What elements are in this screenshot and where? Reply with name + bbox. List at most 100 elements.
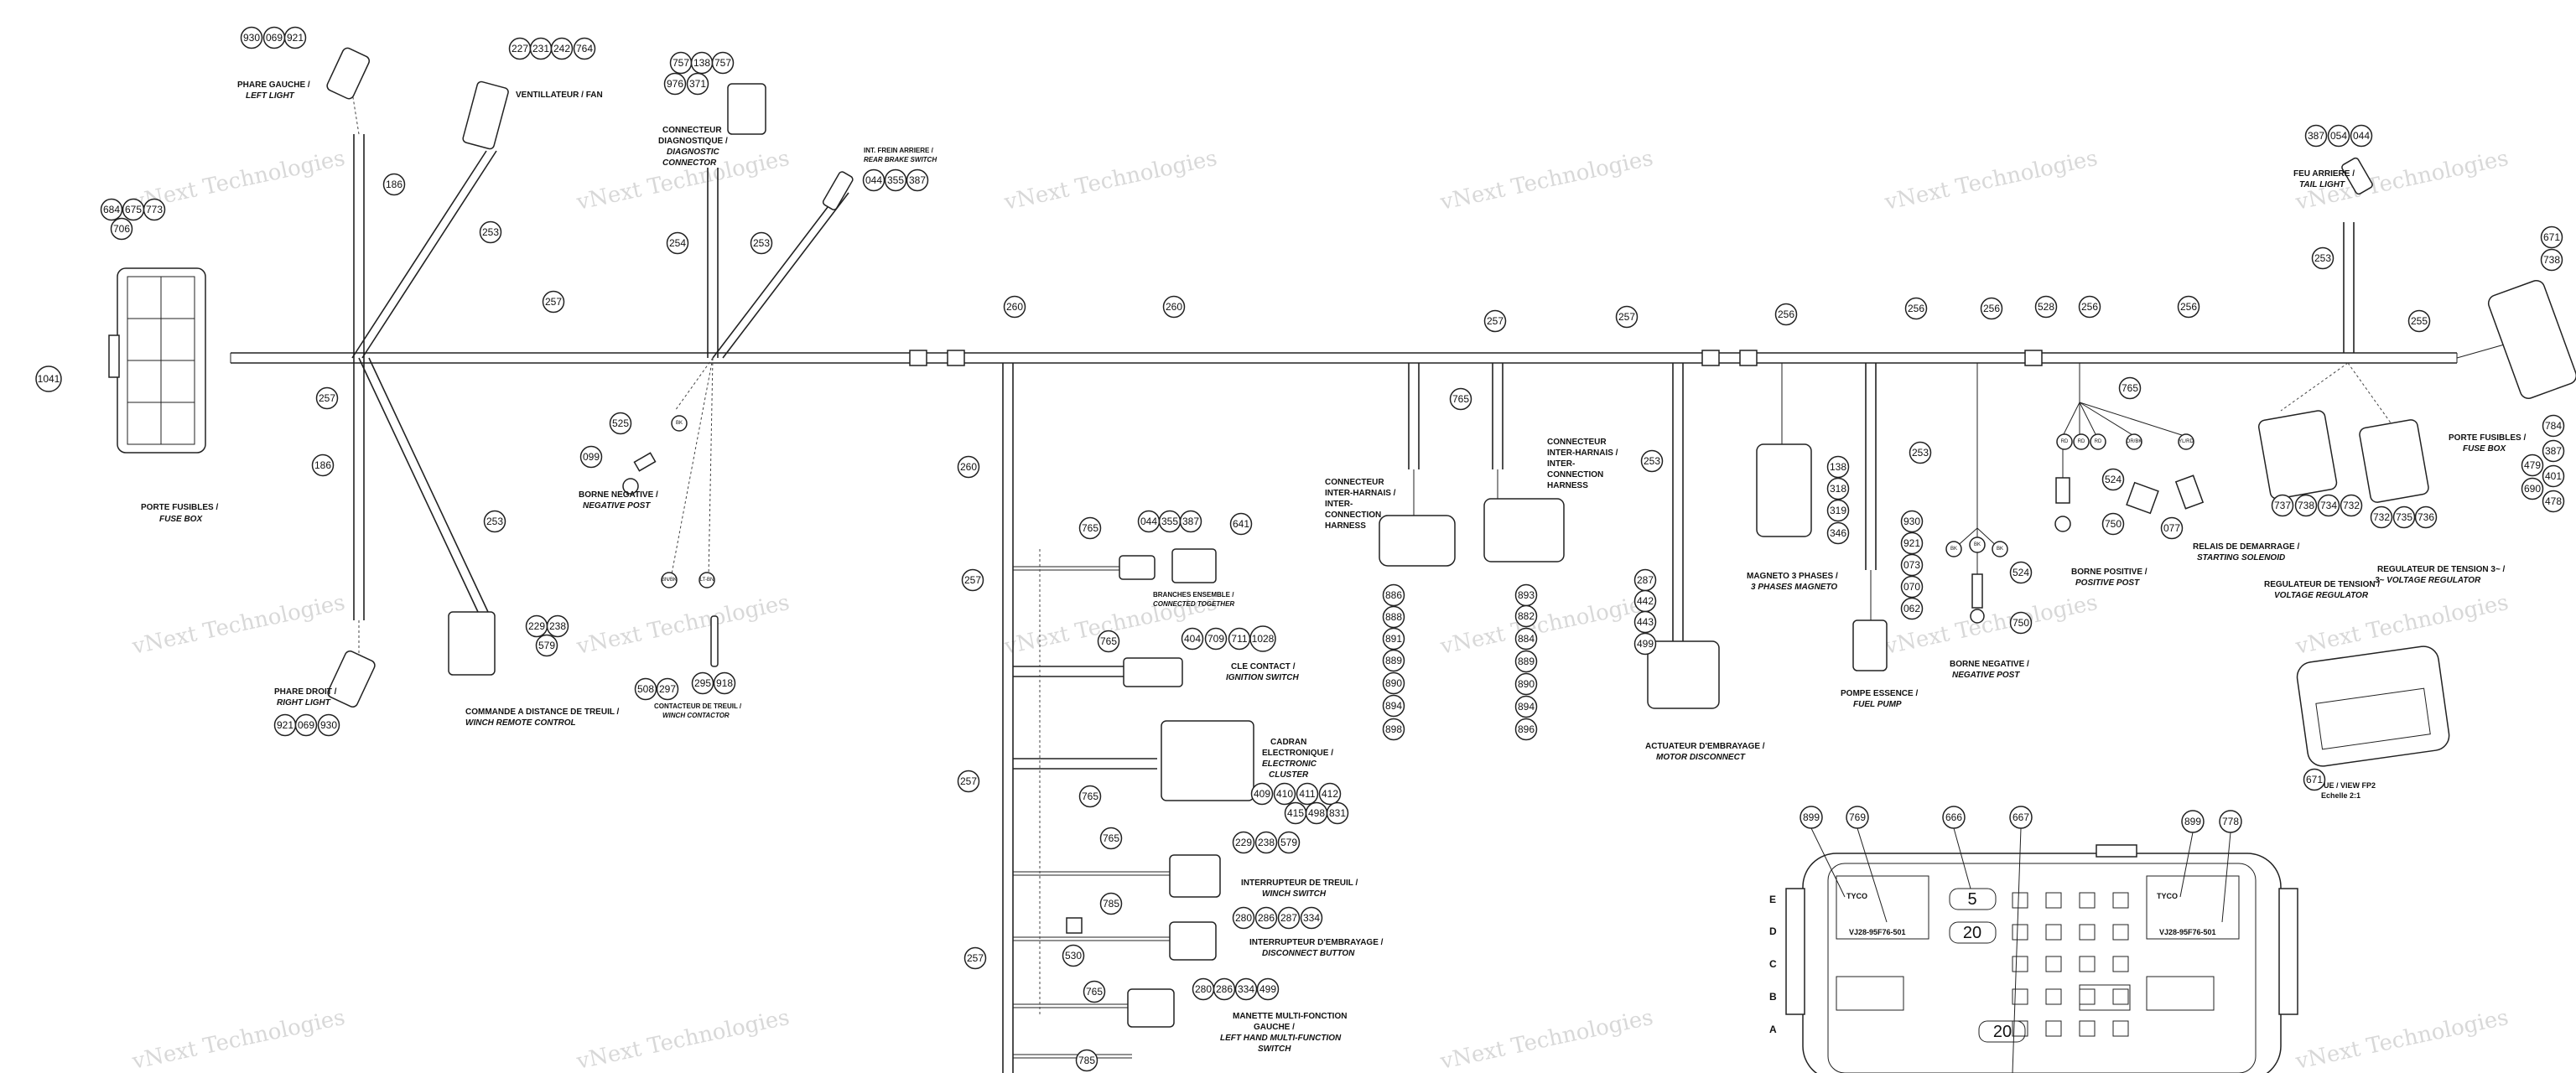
- callout-number: 671: [2306, 774, 2323, 785]
- callout-number: 889: [1385, 655, 1402, 666]
- detail-callout-899-right: 899: [2184, 816, 2201, 827]
- callout-number: 257: [967, 952, 984, 964]
- callout-circle: [1909, 441, 1932, 464]
- wire-color-tag: [1992, 541, 2008, 557]
- detail-cell: [2045, 892, 2062, 909]
- callout-circle: [1980, 297, 2003, 320]
- callout-number: 238: [1258, 837, 1275, 848]
- callout-circle: [2101, 468, 2125, 491]
- callout-circle: [1382, 627, 1405, 651]
- detail-cell: [2112, 892, 2129, 909]
- detail-cell: [2079, 924, 2096, 941]
- callout-circle: [1382, 718, 1405, 741]
- callout-circle: [1826, 477, 1850, 500]
- tyco-left: TYCO: [1846, 892, 1867, 900]
- callout-number: 785: [1103, 898, 1119, 910]
- callout-number: 918: [716, 677, 733, 689]
- callout-number: 732: [2373, 511, 2390, 523]
- callout-number: 286: [1216, 983, 1233, 995]
- callout-circle: [2160, 516, 2184, 540]
- callout-circle: [1099, 827, 1123, 850]
- ignition-label-en: IGNITION SWITCH: [1226, 673, 1299, 682]
- callout-number: 280: [1195, 983, 1212, 995]
- callout-number: 579: [1280, 837, 1297, 848]
- callout-circle: [542, 290, 565, 314]
- callout-circle: [1234, 977, 1258, 1001]
- callout-circle: [1904, 297, 1928, 320]
- callout-circle: [2540, 225, 2563, 249]
- winch-contactor-label: CONTACTEUR DE TREUIL /: [654, 702, 742, 710]
- callout-number: 099: [583, 451, 600, 463]
- callout-number: 334: [1238, 983, 1254, 995]
- winch-switch-label: INTERRUPTEUR DE TREUIL /: [1241, 879, 1358, 888]
- callout-circle: [479, 220, 502, 244]
- callout-circle: [573, 37, 596, 60]
- detail-callout-899-left: 899: [1803, 811, 1820, 823]
- callout-number: 764: [576, 43, 593, 54]
- callout-number: 371: [689, 78, 706, 90]
- inter-harness-1-label-4: CONNECTION: [1325, 511, 1381, 520]
- wire-color-tag: [699, 572, 715, 588]
- inter-harness-2-label-5: HARNESS: [1547, 481, 1588, 490]
- callout-circle: [546, 614, 569, 638]
- watermark: vNext Technologies: [129, 590, 347, 660]
- wire-color-tag: [1945, 541, 1962, 557]
- callout-number: 062: [1903, 603, 1920, 614]
- callout-number: 257: [545, 296, 562, 308]
- watermark: vNext Technologies: [1437, 146, 1655, 215]
- callout-circle: [1382, 605, 1405, 629]
- inter-harness-1-label-2: INTER-HARNAIS /: [1325, 489, 1396, 498]
- callout-circle: [311, 454, 335, 477]
- multi-func-label: MANETTE MULTI-FONCTION: [1233, 1012, 1347, 1021]
- callout-number: 921: [1903, 537, 1920, 549]
- callout-number: 044: [2353, 130, 2370, 142]
- detail-cell: [2045, 956, 2062, 972]
- fuse-box-label: PORTE FUSIBLES /: [141, 503, 218, 512]
- callout-circle: [1449, 387, 1472, 411]
- diag-label-3: DIAGNOSTIC: [667, 148, 720, 157]
- row-label-c: C: [1769, 958, 1777, 970]
- callout-number: 253: [1912, 447, 1929, 459]
- callout-number: 404: [1184, 633, 1201, 645]
- callout-number: 888: [1385, 611, 1402, 623]
- callout-number: 138: [693, 57, 710, 69]
- fuse-box-2-label-en: FUSE BOX: [2463, 444, 2506, 454]
- callout-number: 069: [298, 719, 314, 731]
- multi-func-label-3: LEFT HAND MULTI-FUNCTION: [1220, 1034, 1342, 1043]
- callout-number: 641: [1233, 518, 1249, 530]
- wire-color-tag-text: RD: [2078, 439, 2085, 444]
- callout-number: 260: [1006, 301, 1023, 313]
- callout-circle: [294, 713, 318, 737]
- fan-connector: [462, 80, 509, 150]
- callout-number: 524: [2105, 474, 2122, 485]
- callout-number: 675: [125, 204, 142, 215]
- callout-number: 355: [887, 174, 904, 186]
- callout-circle: [2304, 124, 2328, 148]
- fuel-pump-label-en: FUEL PUMP: [1853, 700, 1902, 709]
- winch-remote-label: COMMANDE A DISTANCE DE TREUIL /: [465, 708, 620, 717]
- callout-number: 765: [1082, 522, 1098, 534]
- callout-number: 186: [386, 179, 402, 190]
- callout-circle: [2294, 494, 2318, 517]
- detail-cell: [2112, 1020, 2129, 1037]
- callout-number: 411: [1299, 788, 1315, 800]
- callout-number: 882: [1518, 610, 1535, 622]
- callout-circle: [1514, 650, 1538, 673]
- inter-harness-1-label-5: HARNESS: [1325, 521, 1366, 531]
- callout-number: 671: [2543, 231, 2560, 243]
- callout-circle: [2009, 611, 2033, 635]
- cluster-label-2: ELECTRONIQUE /: [1262, 749, 1333, 758]
- right-light-connector: [327, 651, 376, 708]
- detail-callout-778: 778: [2222, 816, 2239, 827]
- callout-number: 280: [1235, 912, 1252, 924]
- callout-number: 884: [1518, 633, 1535, 645]
- callout-number: 355: [1161, 516, 1178, 527]
- callout-number: 898: [1385, 723, 1402, 735]
- callout-circle: [1514, 695, 1538, 718]
- callout-circle: [1097, 630, 1120, 653]
- callout-number: 709: [1208, 633, 1224, 645]
- inter-harness-2-label: CONNECTEUR: [1547, 438, 1607, 447]
- multi-func-label-4: SWITCH: [1258, 1044, 1291, 1054]
- callout-number: 930: [243, 32, 260, 44]
